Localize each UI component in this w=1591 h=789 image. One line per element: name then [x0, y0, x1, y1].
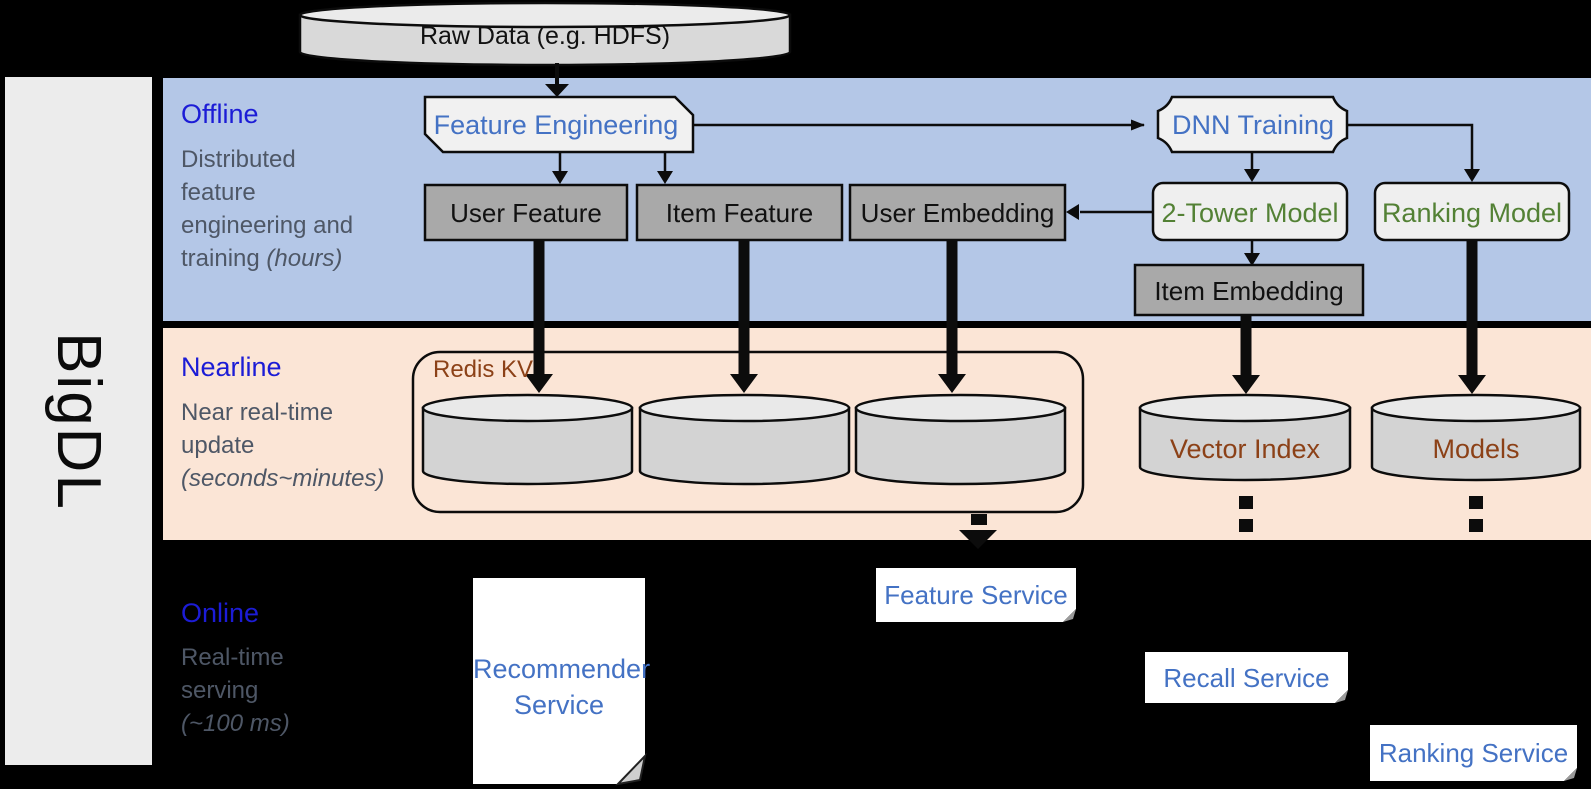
ranking-service-box	[1370, 725, 1577, 781]
recall-service-label: Recall Service	[1163, 663, 1330, 693]
recommender-service-label: Recommender Service	[473, 654, 651, 720]
pipe-item-feature-to-kv2	[730, 240, 758, 393]
online-section-desc: Real-time serving (~100 ms)	[181, 644, 290, 737]
vector-index-label: Vector Index	[1169, 434, 1321, 464]
arrow-fe-to-item-feature	[657, 152, 673, 184]
pipe-ranking-model-to-models	[1458, 240, 1486, 394]
two-tower-model-label: 2-Tower Model	[1161, 198, 1339, 228]
offline-section-desc: Distributed feature engineering and trai…	[181, 146, 354, 272]
dnn-training-node	[1156, 95, 1349, 154]
dashed-drop-vector-index	[1239, 496, 1253, 532]
arrow-two-tower-to-item-embedding	[1244, 240, 1260, 266]
ranking-model-label: Ranking Model	[1381, 198, 1563, 228]
dashed-arrow-redis-to-feature-service	[959, 514, 997, 549]
user-embedding-label: User Embedding	[860, 198, 1055, 228]
feature-service-box	[876, 568, 1076, 622]
models-label: Models	[1432, 434, 1520, 464]
vector-index-cylinder	[1138, 393, 1352, 482]
raw-data-label: Raw Data (e.g. HDFS)	[419, 22, 671, 50]
nearline-section-label: Nearline	[181, 352, 282, 382]
kv-cylinder-3	[854, 393, 1067, 486]
item-feature-box	[635, 183, 844, 242]
arrow-fe-to-user-feature	[552, 152, 568, 184]
redis-kv-label: Redis KV	[433, 356, 534, 383]
recommender-service-doc	[473, 578, 647, 786]
kv-cylinder-2	[638, 393, 851, 486]
offline-section-label: Offline	[181, 99, 259, 129]
pipe-item-embedding-to-vector-index	[1232, 315, 1260, 394]
online-section-label: Online	[181, 598, 260, 628]
kv-cylinder-1	[421, 393, 634, 486]
arrow-two-tower-to-user-embedding	[1066, 204, 1153, 220]
redis-kv-container	[411, 350, 1085, 514]
item-feature-label: Item Feature	[665, 198, 814, 228]
item-embedding-box	[1133, 263, 1365, 317]
user-feature-box	[423, 183, 629, 242]
feature-engineering-node	[423, 95, 695, 154]
dnn-training-label: DNN Training	[1171, 110, 1335, 140]
arrow-rawdata-to-feature-engineering	[545, 63, 569, 97]
bigdl-sidebar: BigDL	[5, 77, 152, 765]
feature-service-label: Feature Service	[884, 580, 1068, 610]
arrow-dnn-to-two-tower	[1244, 152, 1260, 182]
dashed-drop-models	[1469, 496, 1483, 532]
user-embedding-box	[848, 183, 1067, 242]
raw-data-cylinder	[298, 1, 792, 67]
arrow-dnn-to-ranking-model	[1347, 123, 1480, 182]
nearline-section-desc: Near real-time update (seconds~minutes)	[181, 399, 385, 492]
ranking-service-label: Ranking Service	[1378, 738, 1569, 768]
item-embedding-label: Item Embedding	[1154, 276, 1344, 306]
pipe-user-embedding-to-kv3	[938, 240, 966, 393]
user-feature-label: User Feature	[450, 198, 602, 228]
models-cylinder	[1370, 393, 1582, 482]
recall-service-box	[1145, 652, 1348, 703]
feature-engineering-label: Feature Engineering	[433, 110, 679, 140]
